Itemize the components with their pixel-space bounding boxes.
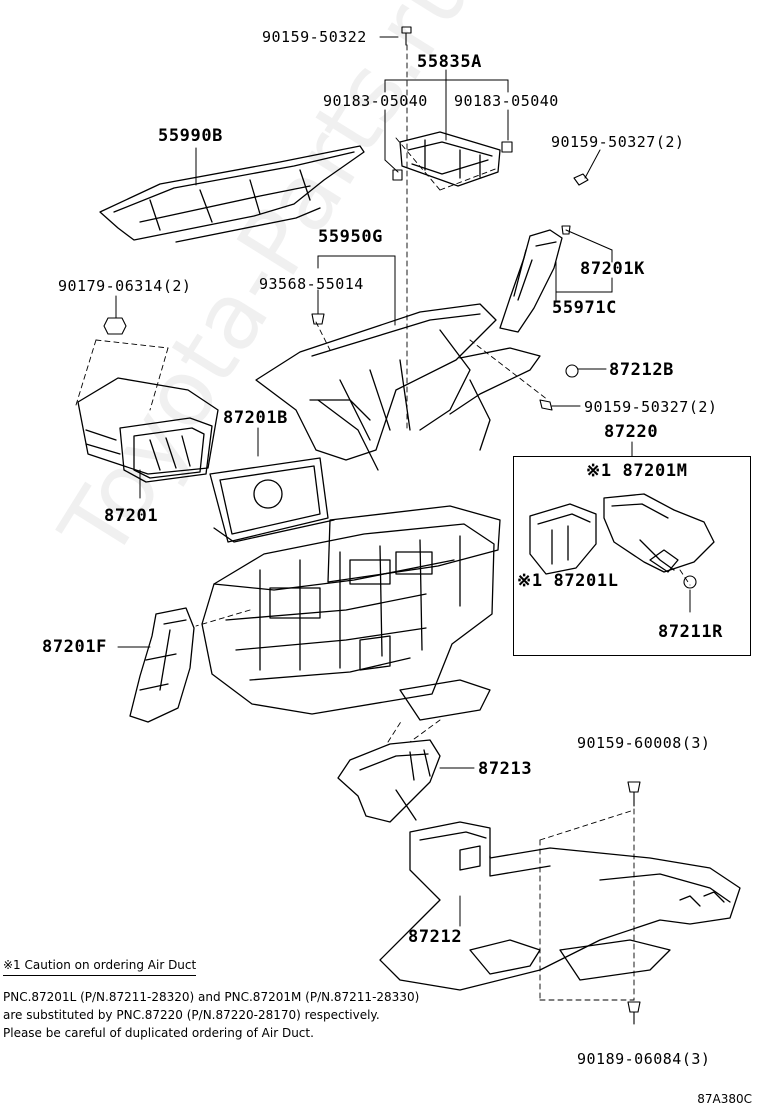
caution-line-1: PNC.87201L (P/N.87211-28320) and PNC.872… — [3, 990, 420, 1004]
label-87212: 87212 — [408, 927, 463, 947]
label-87211r: 87211R — [658, 622, 724, 642]
caution-title: ※1 Caution on ordering Air Duct — [3, 956, 197, 976]
caution-line-2: are substituted by PNC.87220 (P/N.87220-… — [3, 1008, 380, 1022]
dashed-alignment-lines — [75, 44, 691, 1001]
label-screw-bottom: 90189-06084(3) — [577, 1050, 711, 1068]
duct-87212-drawing — [379, 821, 741, 991]
reference-code: 87A380C — [697, 1092, 752, 1106]
label-nut-left: 90179-06314(2) — [58, 277, 192, 295]
duct-55835a-drawing — [399, 131, 501, 187]
label-55990b: 55990B — [158, 126, 224, 146]
hvac-unit-drawing — [201, 505, 501, 721]
caution-line-3: Please be careful of duplicated ordering… — [3, 1026, 314, 1040]
duct-87201k-drawing — [449, 229, 563, 451]
label-screw-right-top: 90159-50327(2) — [551, 133, 685, 151]
label-55835a: 55835A — [417, 52, 483, 72]
label-screw-lower-right: 90159-60008(3) — [577, 734, 711, 752]
label-87201: 87201 — [104, 506, 159, 526]
duct-87201l-drawing — [529, 503, 597, 575]
duct-87201m-drawing — [603, 493, 715, 573]
label-clip-right: 90183-05040 — [454, 92, 559, 110]
group-87220-box — [513, 456, 751, 656]
label-87201f: 87201F — [42, 637, 108, 657]
duct-87201f-drawing — [129, 607, 195, 723]
fasteners — [103, 26, 697, 1025]
leader-lines — [115, 36, 691, 927]
label-87212b: 87212B — [609, 360, 675, 380]
label-clip-center: 93568-55014 — [259, 275, 364, 293]
label-87220: 87220 — [604, 422, 659, 442]
duct-55950g-drawing — [255, 303, 497, 471]
duct-87201b-drawing — [209, 457, 335, 543]
label-55971c: 55971C — [552, 298, 618, 318]
label-clip-left: 90183-05040 — [323, 92, 428, 110]
label-87201k: 87201K — [580, 259, 646, 279]
label-55950g: 55950G — [318, 227, 384, 247]
label-screw-top: 90159-50322 — [262, 28, 367, 46]
label-87201m: ※1 87201M — [586, 461, 688, 481]
duct-87201-drawing — [77, 377, 219, 483]
label-87201b: 87201B — [223, 408, 289, 428]
panel-55990b-drawing — [99, 145, 365, 243]
label-screw-right-mid: 90159-50327(2) — [584, 398, 718, 416]
label-87213: 87213 — [478, 759, 533, 779]
duct-87213-drawing — [337, 739, 441, 823]
label-87201l: ※1 87201L — [517, 571, 619, 591]
